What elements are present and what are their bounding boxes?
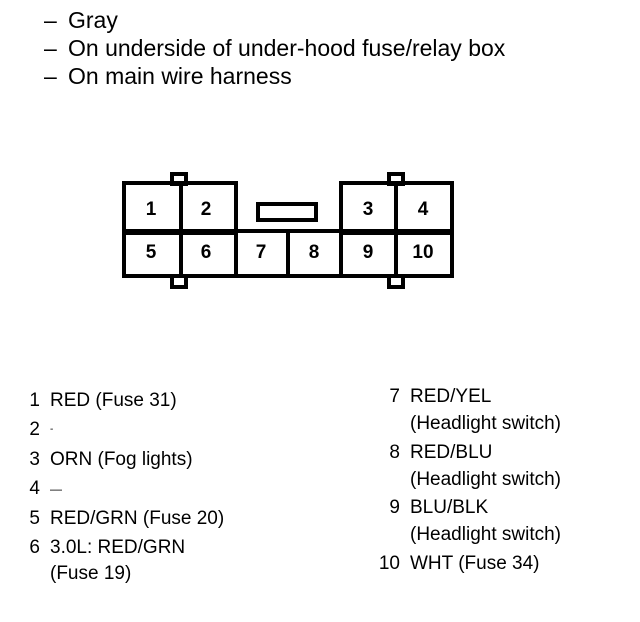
header-line-location: –On underside of under-hood fuse/relay b… xyxy=(44,34,505,62)
wire-description: RED/YEL xyxy=(410,386,492,407)
wire-description-continued: (Fuse 19) xyxy=(50,563,132,584)
pin-number: 9 xyxy=(363,242,374,263)
header-text: Gray xyxy=(68,7,118,33)
locking-tab xyxy=(170,274,188,289)
connector-key xyxy=(256,202,318,222)
dash: – xyxy=(44,7,57,33)
wire-description: ORN (Fog lights) xyxy=(50,449,193,470)
wire-description: WHT (Fuse 34) xyxy=(410,553,540,574)
wire-description: — xyxy=(50,482,62,496)
wire-description: - xyxy=(50,424,54,435)
wire-description-continued: (Headlight switch) xyxy=(410,469,561,490)
wire-description: RED/GRN (Fuse 20) xyxy=(50,508,225,529)
wire-number: 5 xyxy=(29,508,40,529)
wire-description-continued: (Headlight switch) xyxy=(410,413,561,434)
wire-number: 3 xyxy=(29,449,40,470)
dash: – xyxy=(44,63,57,89)
header-line-harness: –On main wire harness xyxy=(44,62,292,90)
locking-tab xyxy=(170,172,188,186)
wire-number: 4 xyxy=(29,478,40,499)
wire-number: 2 xyxy=(29,419,40,440)
pin-number: 3 xyxy=(363,199,374,220)
pin-number: 7 xyxy=(256,242,267,263)
pin-number: 8 xyxy=(309,242,320,263)
pin-number: 10 xyxy=(412,242,433,263)
header-line-color: –Gray xyxy=(44,6,118,34)
dash: – xyxy=(44,35,57,61)
pin-number: 2 xyxy=(201,199,212,220)
wire-number: 6 xyxy=(29,537,40,558)
locking-tab xyxy=(387,172,405,186)
locking-tab xyxy=(387,274,405,289)
wire-number: 9 xyxy=(389,497,400,518)
header-text: On main wire harness xyxy=(68,63,292,89)
pin-number: 4 xyxy=(418,199,429,220)
wire-description: BLU/BLK xyxy=(410,497,489,518)
header-text: On underside of under-hood fuse/relay bo… xyxy=(68,35,506,61)
wire-number: 1 xyxy=(29,390,40,411)
wire-description: 3.0L: RED/GRN xyxy=(50,537,186,558)
pin-number: 5 xyxy=(146,242,157,263)
wire-description: RED (Fuse 31) xyxy=(50,390,177,411)
pin-number: 6 xyxy=(201,242,212,263)
wire-description-continued: (Headlight switch) xyxy=(410,524,561,545)
wire-number: 8 xyxy=(389,442,400,463)
pin-number: 1 xyxy=(146,199,157,220)
wire-number: 10 xyxy=(378,553,400,574)
wire-number: 7 xyxy=(389,386,400,407)
wire-description: RED/BLU xyxy=(410,442,493,463)
